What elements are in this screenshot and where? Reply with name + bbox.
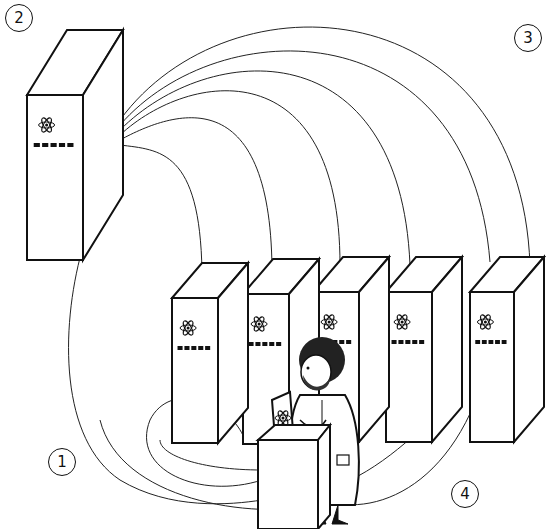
atom-orbit	[276, 410, 289, 427]
atom-orbit	[323, 314, 336, 331]
atom-orbit	[321, 319, 337, 325]
atom-orbit	[276, 410, 289, 427]
atom-symbol	[394, 314, 410, 331]
atom-orbit	[39, 122, 55, 128]
indicator-lights	[405, 340, 410, 344]
indicator-lights	[502, 340, 507, 344]
atom-symbol	[180, 320, 196, 337]
computer-cabinet	[386, 257, 462, 442]
indicator-lights	[412, 340, 417, 344]
cable-wire	[69, 250, 262, 504]
atom-orbit	[275, 415, 291, 421]
eye	[307, 367, 310, 370]
atom-orbit	[253, 316, 266, 333]
indicator-lights	[34, 143, 40, 147]
podium-front	[258, 440, 318, 529]
atom-symbol	[477, 314, 493, 331]
atom-orbit	[40, 117, 53, 134]
atom-symbol	[321, 314, 337, 331]
atom-orbit	[479, 314, 492, 331]
indicator-lights	[255, 342, 260, 346]
console-podium	[258, 425, 330, 529]
atom-symbol	[39, 117, 55, 134]
cabinet-front	[172, 298, 218, 443]
indicator-lights	[419, 340, 424, 344]
cabinet-front	[243, 294, 289, 444]
indicator-lights	[191, 346, 196, 350]
computer-cabinet	[470, 257, 544, 442]
atom-orbit	[479, 314, 492, 331]
indicator-lights	[178, 346, 183, 350]
indicator-lights	[67, 143, 73, 147]
beard	[303, 375, 330, 390]
atom-orbit	[251, 321, 267, 327]
atom-orbit	[180, 325, 196, 331]
indicator-lights	[249, 342, 254, 346]
computer-cabinet	[27, 30, 123, 260]
cabinet-side	[83, 30, 123, 260]
cable-wire	[120, 27, 530, 265]
cable-wire	[120, 118, 272, 268]
cabinet-front	[27, 95, 83, 260]
cabinet-side	[359, 257, 389, 442]
atom-orbit	[396, 314, 409, 331]
callout-number: 3	[514, 24, 542, 52]
atom-nucleus	[328, 321, 331, 324]
indicator-lights	[262, 342, 267, 346]
atom-symbol	[251, 316, 267, 333]
indicator-lights	[475, 340, 480, 344]
wire-bundle	[69, 27, 530, 510]
indicator-lights	[42, 143, 48, 147]
cable-wire	[120, 71, 410, 265]
atom-nucleus	[282, 417, 285, 420]
indicator-lights	[59, 143, 65, 147]
indicator-lights	[276, 342, 281, 346]
podium-side	[318, 425, 330, 529]
cabinet-side	[432, 257, 462, 442]
atom-orbit	[323, 314, 336, 331]
callout-number: 1	[48, 448, 76, 476]
coat-pocket	[337, 455, 349, 465]
indicator-lights	[488, 340, 493, 344]
callout-number: 2	[5, 4, 33, 32]
indicator-lights	[184, 346, 189, 350]
indicator-lights	[269, 342, 274, 346]
indicator-lights	[339, 340, 344, 344]
cable-wire	[120, 51, 490, 262]
atom-nucleus	[45, 124, 48, 127]
indicator-lights	[392, 340, 397, 344]
callout-number: 4	[451, 480, 479, 508]
cable-wire	[120, 145, 202, 272]
atom-orbit	[182, 320, 195, 337]
cabinet-side	[218, 263, 248, 443]
atom-orbit	[477, 319, 493, 325]
indicator-lights	[205, 346, 210, 350]
indicator-lights	[398, 340, 403, 344]
indicator-lights	[482, 340, 487, 344]
atom-orbit	[394, 319, 410, 325]
indicator-lights	[346, 340, 351, 344]
atom-orbit	[396, 314, 409, 331]
cabinet-side	[514, 257, 544, 442]
indicator-lights	[51, 143, 57, 147]
cabinet-front	[386, 292, 432, 442]
atom-symbol	[275, 410, 291, 427]
atom-orbit	[182, 320, 195, 337]
atom-nucleus	[484, 321, 487, 324]
atom-orbit	[40, 117, 53, 134]
indicator-lights	[198, 346, 203, 350]
atom-nucleus	[258, 323, 261, 326]
cabinet-front	[470, 292, 514, 442]
cable-wire	[120, 91, 340, 265]
atom-nucleus	[401, 321, 404, 324]
atom-orbit	[253, 316, 266, 333]
indicator-lights	[495, 340, 500, 344]
atom-nucleus	[187, 327, 190, 330]
computer-cabinet	[172, 263, 248, 443]
